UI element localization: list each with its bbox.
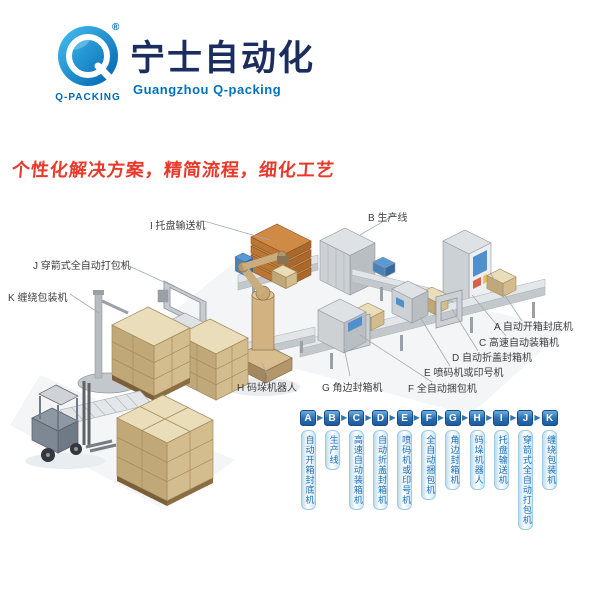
arrow-right-icon: ▶ bbox=[437, 413, 444, 422]
callout-g: G 角边封箱机 bbox=[322, 383, 383, 394]
legend-badge-b: B bbox=[324, 410, 341, 426]
registered-mark: ® bbox=[112, 22, 120, 33]
arrow-right-icon: ▶ bbox=[341, 413, 348, 422]
legend-item-a: A 自动开箱封底机 bbox=[299, 410, 317, 510]
legend-badge-a: A bbox=[300, 410, 316, 426]
arrow-right-icon: ▶ bbox=[461, 413, 469, 422]
brand-name-chinese: 宁士自动化 bbox=[130, 39, 316, 78]
legend-badge-f: F bbox=[420, 410, 437, 426]
legend-item-j: J 穿箭式全自动打包机 bbox=[516, 410, 534, 530]
logo-wordmark: Q-PACKING bbox=[55, 92, 121, 103]
legend-item-g: G 角边封箱机 bbox=[444, 410, 462, 490]
arrow-right-icon: ▶ bbox=[389, 413, 396, 422]
legend-item-c: C 高速自动装箱机 bbox=[347, 410, 365, 510]
callout-c: C 高速自动装箱机 bbox=[479, 338, 559, 349]
legend-item-e: E 喷码机或印号机 bbox=[396, 410, 414, 510]
palletizing-robot bbox=[235, 250, 298, 384]
legend-badge-j: J bbox=[517, 410, 534, 426]
callout-b: B 生产线 bbox=[368, 213, 408, 224]
corner-sealer-machine bbox=[317, 298, 367, 354]
slogan-text: 个性化解决方案，精简流程，细化工艺 bbox=[11, 160, 336, 180]
legend-badge-h: H bbox=[469, 410, 486, 426]
legend-label-d: 自动折盖封箱机 bbox=[372, 430, 388, 510]
forklift bbox=[31, 381, 117, 462]
arrow-right-icon: ▶ bbox=[317, 413, 324, 422]
legend-badge-c: C bbox=[348, 410, 365, 426]
legend-label-g: 角边封箱机 bbox=[445, 430, 461, 490]
legend-badge-k: K bbox=[541, 410, 558, 426]
legend-badge-i: I bbox=[493, 410, 510, 426]
process-legend: A 自动开箱封底机 ▶ B 生产线 ▶ C 高速自动装箱机 ▶ D 自动折盖封箱… bbox=[299, 410, 559, 530]
arrow-right-icon: ▶ bbox=[413, 413, 420, 422]
legend-badge-g: G bbox=[444, 410, 461, 426]
legend-label-j: 穿箭式全自动打包机 bbox=[517, 430, 533, 530]
legend-label-h: 码垛机器人 bbox=[469, 430, 485, 490]
legend-label-b: 生产线 bbox=[324, 430, 340, 470]
callout-k: K 缠绕包装机 bbox=[8, 293, 68, 304]
flap-folder-machine bbox=[435, 289, 463, 329]
inkjet-printer-machine bbox=[391, 280, 429, 324]
legend-label-i: 托盘输送机 bbox=[493, 430, 509, 490]
legend-label-e: 喷码机或印号机 bbox=[397, 430, 413, 510]
legend-item-h: H 码垛机器人 bbox=[468, 410, 486, 490]
qpacking-logo bbox=[58, 26, 118, 86]
arrow-right-icon: ▶ bbox=[486, 413, 493, 422]
callout-h: H 码垛机器人 bbox=[237, 383, 297, 394]
leader-lines bbox=[69, 214, 523, 383]
legend-badge-e: E bbox=[396, 410, 413, 426]
callout-d: D 自动折盖封箱机 bbox=[452, 353, 532, 364]
case-erector-machine bbox=[442, 229, 492, 311]
legend-badge-d: D bbox=[372, 410, 389, 426]
legend-item-d: D 自动折盖封箱机 bbox=[371, 410, 389, 510]
legend-label-c: 高速自动装箱机 bbox=[348, 430, 364, 510]
callout-f: F 全自动捆包机 bbox=[408, 384, 477, 395]
legend-label-k: 缠绕包装机 bbox=[542, 430, 558, 490]
callout-a: A 自动开箱封底机 bbox=[494, 322, 573, 333]
legend-item-f: F 全自动捆包机 bbox=[420, 410, 438, 500]
legend-label-a: 自动开箱封底机 bbox=[300, 430, 316, 510]
brand-name-english: Guangzhou Q-packing bbox=[133, 82, 282, 97]
production-line-illustration bbox=[10, 214, 565, 510]
legend-item-k: K 缠绕包装机 bbox=[541, 410, 559, 490]
legend-item-i: I 托盘输送机 bbox=[492, 410, 510, 490]
legend-item-b: B 生产线 bbox=[323, 410, 341, 470]
legend-label-f: 全自动捆包机 bbox=[421, 430, 437, 500]
callout-j: J 穿箭式全自动打包机 bbox=[33, 261, 131, 272]
pallet-load bbox=[116, 394, 214, 506]
callout-i: I 托盘输送机 bbox=[150, 221, 206, 232]
arrow-right-icon: ▶ bbox=[510, 413, 517, 422]
callout-e: E 喷码机或印号机 bbox=[424, 368, 504, 379]
arrow-right-icon: ▶ bbox=[365, 413, 372, 422]
arrow-right-icon: ▶ bbox=[534, 413, 541, 422]
